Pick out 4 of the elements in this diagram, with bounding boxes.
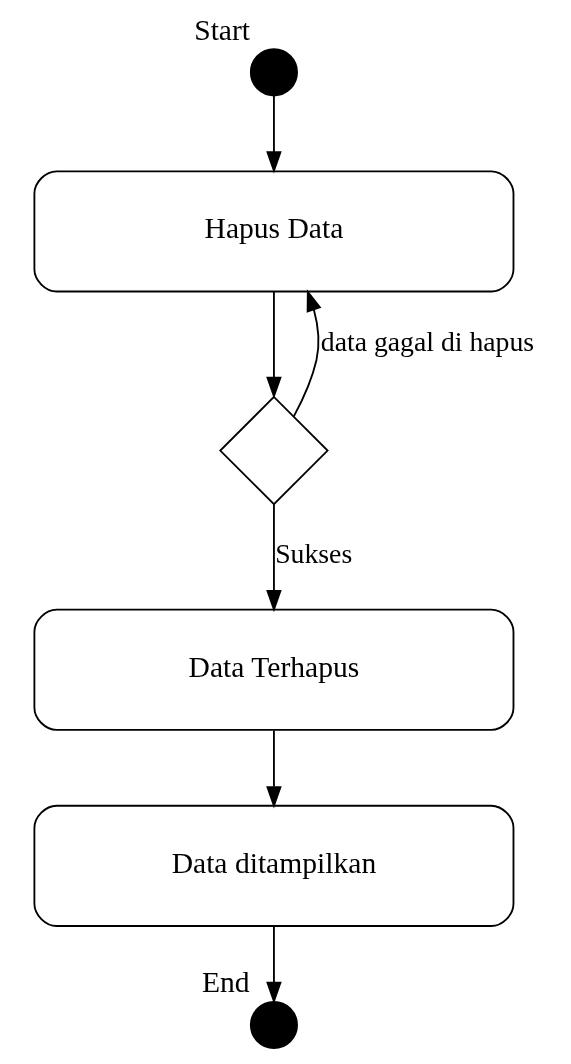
edge-label: Sukses — [275, 538, 353, 570]
node-label: Start — [194, 13, 251, 46]
edge-label: data gagal di hapus — [320, 325, 535, 357]
node-label: End — [202, 966, 250, 999]
